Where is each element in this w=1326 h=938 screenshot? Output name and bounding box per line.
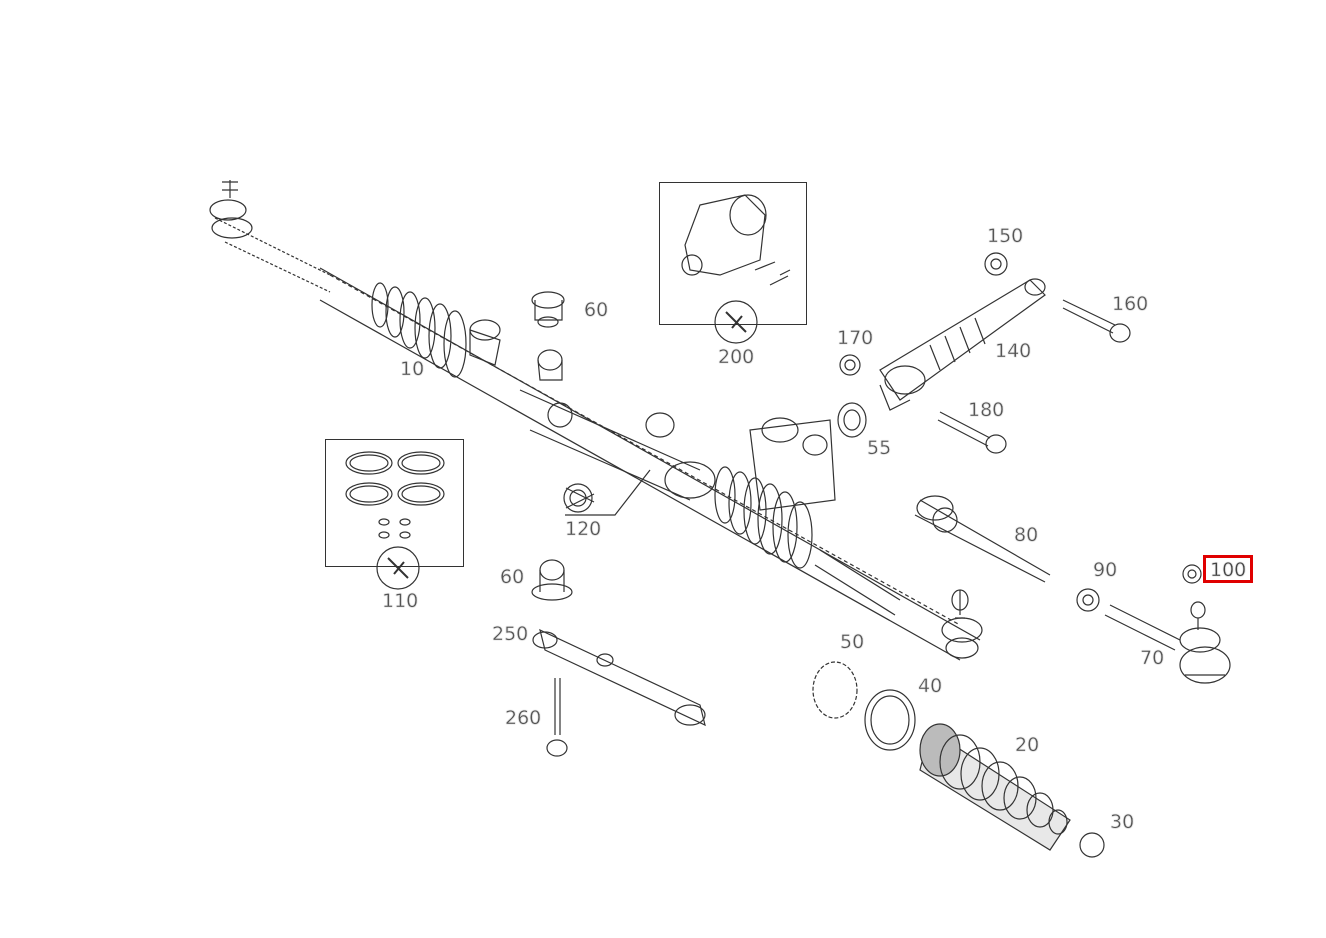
part-160-bolt: [1062, 299, 1131, 343]
part-150-nut: [984, 252, 1008, 276]
callout-60-lower[interactable]: 60: [500, 566, 525, 588]
callout-10[interactable]: 10: [400, 358, 425, 380]
part-55-seal: [837, 402, 867, 438]
callout-50[interactable]: 50: [840, 631, 865, 653]
part-60-upper: [531, 291, 565, 381]
part-50-clamp: [812, 661, 858, 719]
part-20-boot: [919, 723, 1071, 851]
part-100-nut: [1182, 564, 1202, 584]
part-180-bolt: [937, 411, 1007, 454]
right-boot: [714, 466, 813, 569]
callout-40[interactable]: 40: [918, 675, 943, 697]
callout-70[interactable]: 70: [1140, 647, 1165, 669]
steering-rack-housing: [209, 180, 983, 661]
part-120-plug: [563, 483, 595, 513]
left-boot: [371, 282, 467, 378]
callout-55[interactable]: 55: [867, 437, 892, 459]
callout-180[interactable]: 180: [968, 399, 1005, 421]
callout-250[interactable]: 250: [492, 623, 529, 645]
callout-80[interactable]: 80: [1014, 524, 1039, 546]
callout-110[interactable]: 110: [382, 590, 419, 612]
part-260-bolt: [546, 678, 568, 757]
kit-box-200: [659, 182, 807, 325]
part-80-tie-rod: [914, 495, 1051, 583]
part-170-nut: [839, 354, 861, 376]
kit-box-110: [325, 439, 464, 567]
callout-20[interactable]: 20: [1015, 734, 1040, 756]
callout-160[interactable]: 160: [1112, 293, 1149, 315]
callout-200[interactable]: 200: [718, 346, 755, 368]
callout-150[interactable]: 150: [987, 225, 1024, 247]
part-30-clamp: [1079, 832, 1105, 858]
callout-260[interactable]: 260: [505, 707, 542, 729]
part-140-pinion: [879, 278, 1046, 411]
callout-170[interactable]: 170: [837, 327, 874, 349]
part-40-clamp: [864, 689, 916, 751]
callout-100-highlighted[interactable]: 100: [1203, 555, 1254, 583]
part-250-bracket: [532, 628, 706, 727]
kit-200-content: [681, 194, 791, 344]
part-70-tie-rod-end: [1104, 601, 1231, 684]
callout-140[interactable]: 140: [995, 340, 1032, 362]
part-90-nut: [1076, 588, 1100, 612]
part-60-lower: [531, 559, 573, 601]
callout-90[interactable]: 90: [1093, 559, 1118, 581]
kit-110-content: [345, 451, 445, 590]
callout-30[interactable]: 30: [1110, 811, 1135, 833]
callout-120[interactable]: 120: [565, 518, 602, 540]
callout-60-upper[interactable]: 60: [584, 299, 609, 321]
